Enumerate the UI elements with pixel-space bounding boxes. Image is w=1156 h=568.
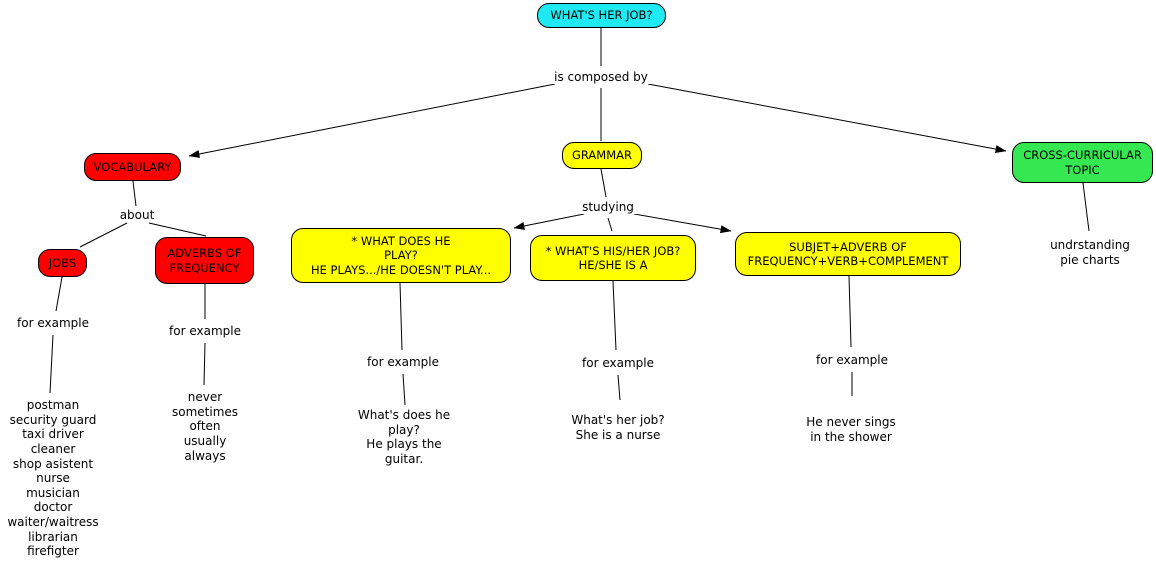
connector-studying-to-structurebox: [633, 213, 732, 234]
connector-cross-to-pietext: [1082, 182, 1090, 232]
link-label-about[interactable]: about: [116, 208, 158, 222]
concept-node-root[interactable]: WHAT'S HER JOB?: [537, 3, 666, 28]
example-pie-charts[interactable]: undrstanding pie charts: [1050, 238, 1130, 267]
connector-structurebox-to-example: [848, 275, 852, 348]
connector-grammar-to-studying: [600, 168, 607, 198]
example-job-sentences[interactable]: What's her job? She is a nurse: [571, 413, 665, 442]
connector-about-to-jobs: [79, 222, 128, 248]
concept-node-cross-curricular[interactable]: CROSS-CURRICULAR TOPIC: [1012, 142, 1153, 183]
connector-composed-to-vocabulary: [188, 83, 556, 158]
connector-example-to-adverbslist: [203, 342, 206, 386]
connector-example-to-jobtext: [617, 374, 621, 401]
concept-node-whats-his-her-job[interactable]: * WHAT'S HIS/HER JOB? HE/SHE IS A: [530, 235, 696, 281]
example-adverbs-list[interactable]: never sometimes often usually always: [171, 390, 239, 463]
link-label-for-example-structure[interactable]: for example: [813, 353, 891, 367]
connector-composed-to-cross: [647, 83, 1007, 154]
connector-jobbox-to-example: [612, 280, 617, 351]
connector-example-to-jobslist: [49, 334, 54, 394]
concept-node-what-does-he-play[interactable]: * WHAT DOES HE PLAY? HE PLAYS.../HE DOES…: [291, 228, 511, 283]
connector-studying-to-jobbox: [607, 217, 613, 232]
link-label-studying[interactable]: studying: [579, 200, 637, 214]
link-label-is-composed-by[interactable]: is composed by: [551, 70, 651, 84]
connector-vocabulary-to-about: [132, 180, 137, 207]
example-structure-sentence[interactable]: He never sings in the shower: [806, 415, 896, 444]
link-label-for-example-jobs[interactable]: for example: [14, 316, 92, 330]
connector-studying-to-playbox: [513, 213, 585, 230]
link-label-for-example-job[interactable]: for example: [579, 356, 657, 370]
link-label-for-example-play[interactable]: for example: [364, 355, 442, 369]
concept-node-vocabulary[interactable]: VOCABULARY: [84, 153, 181, 181]
concept-node-grammar[interactable]: GRAMMAR: [562, 142, 642, 169]
link-label-for-example-adverbs[interactable]: for example: [166, 324, 244, 338]
example-jobs-list[interactable]: postman security guard taxi driver clean…: [7, 398, 99, 559]
concept-node-adverbs-of-frequency[interactable]: ADVERBS OF FREQUENCY: [155, 237, 254, 284]
concept-node-jobs[interactable]: JOBS: [38, 249, 87, 277]
connector-example-to-playtext: [402, 373, 406, 406]
connector-playbox-to-example: [399, 282, 403, 351]
connector-about-to-adverbs: [148, 222, 207, 237]
example-play-sentences[interactable]: What's does he play? He plays the guitar…: [357, 408, 451, 466]
connector-jobs-to-example: [55, 276, 63, 312]
concept-node-sentence-structure[interactable]: SUBJET+ADVERB OF FREQUENCY+VERB+COMPLEME…: [735, 232, 961, 276]
